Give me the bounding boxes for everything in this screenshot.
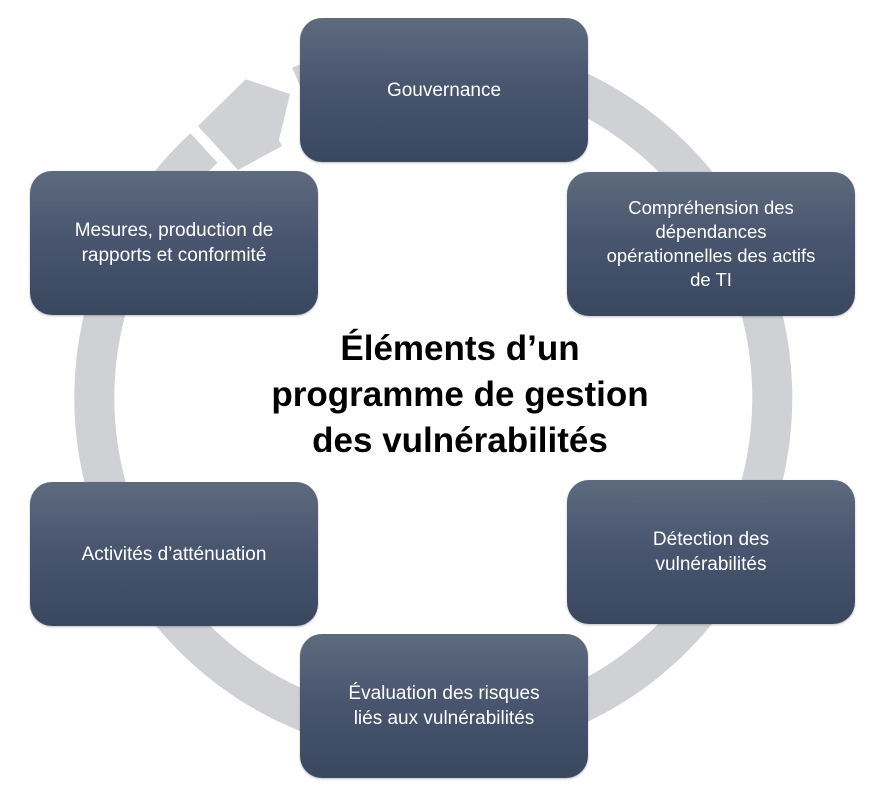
step-measures: Mesures, production de rapports et confo… [30,171,318,315]
step-label: Compréhension des dépendances opérationn… [606,197,816,290]
arrowhead-icon [245,79,290,148]
step-mitigation: Activités d’atténuation [30,482,318,626]
cycle-ring [74,38,793,757]
step-label: Mesures, production de rapports et confo… [74,220,274,266]
step-label: Gouvernance [386,79,502,101]
step-dependencies: Compréhension des dépendances opérationn… [567,172,855,316]
step-label: Détection des vulnérabilités [652,529,770,575]
step-label: Activités d’atténuation [81,543,267,565]
step-detection: Détection des vulnérabilités [567,480,855,624]
step-governance: Gouvernance [300,18,588,162]
step-label: Évaluation des risques liés aux vulnérab… [348,683,540,729]
diagram-title: Éléments d’un programme de gestion des v… [271,329,649,460]
step-risk-assessment: Évaluation des risques liés aux vulnérab… [300,634,588,778]
